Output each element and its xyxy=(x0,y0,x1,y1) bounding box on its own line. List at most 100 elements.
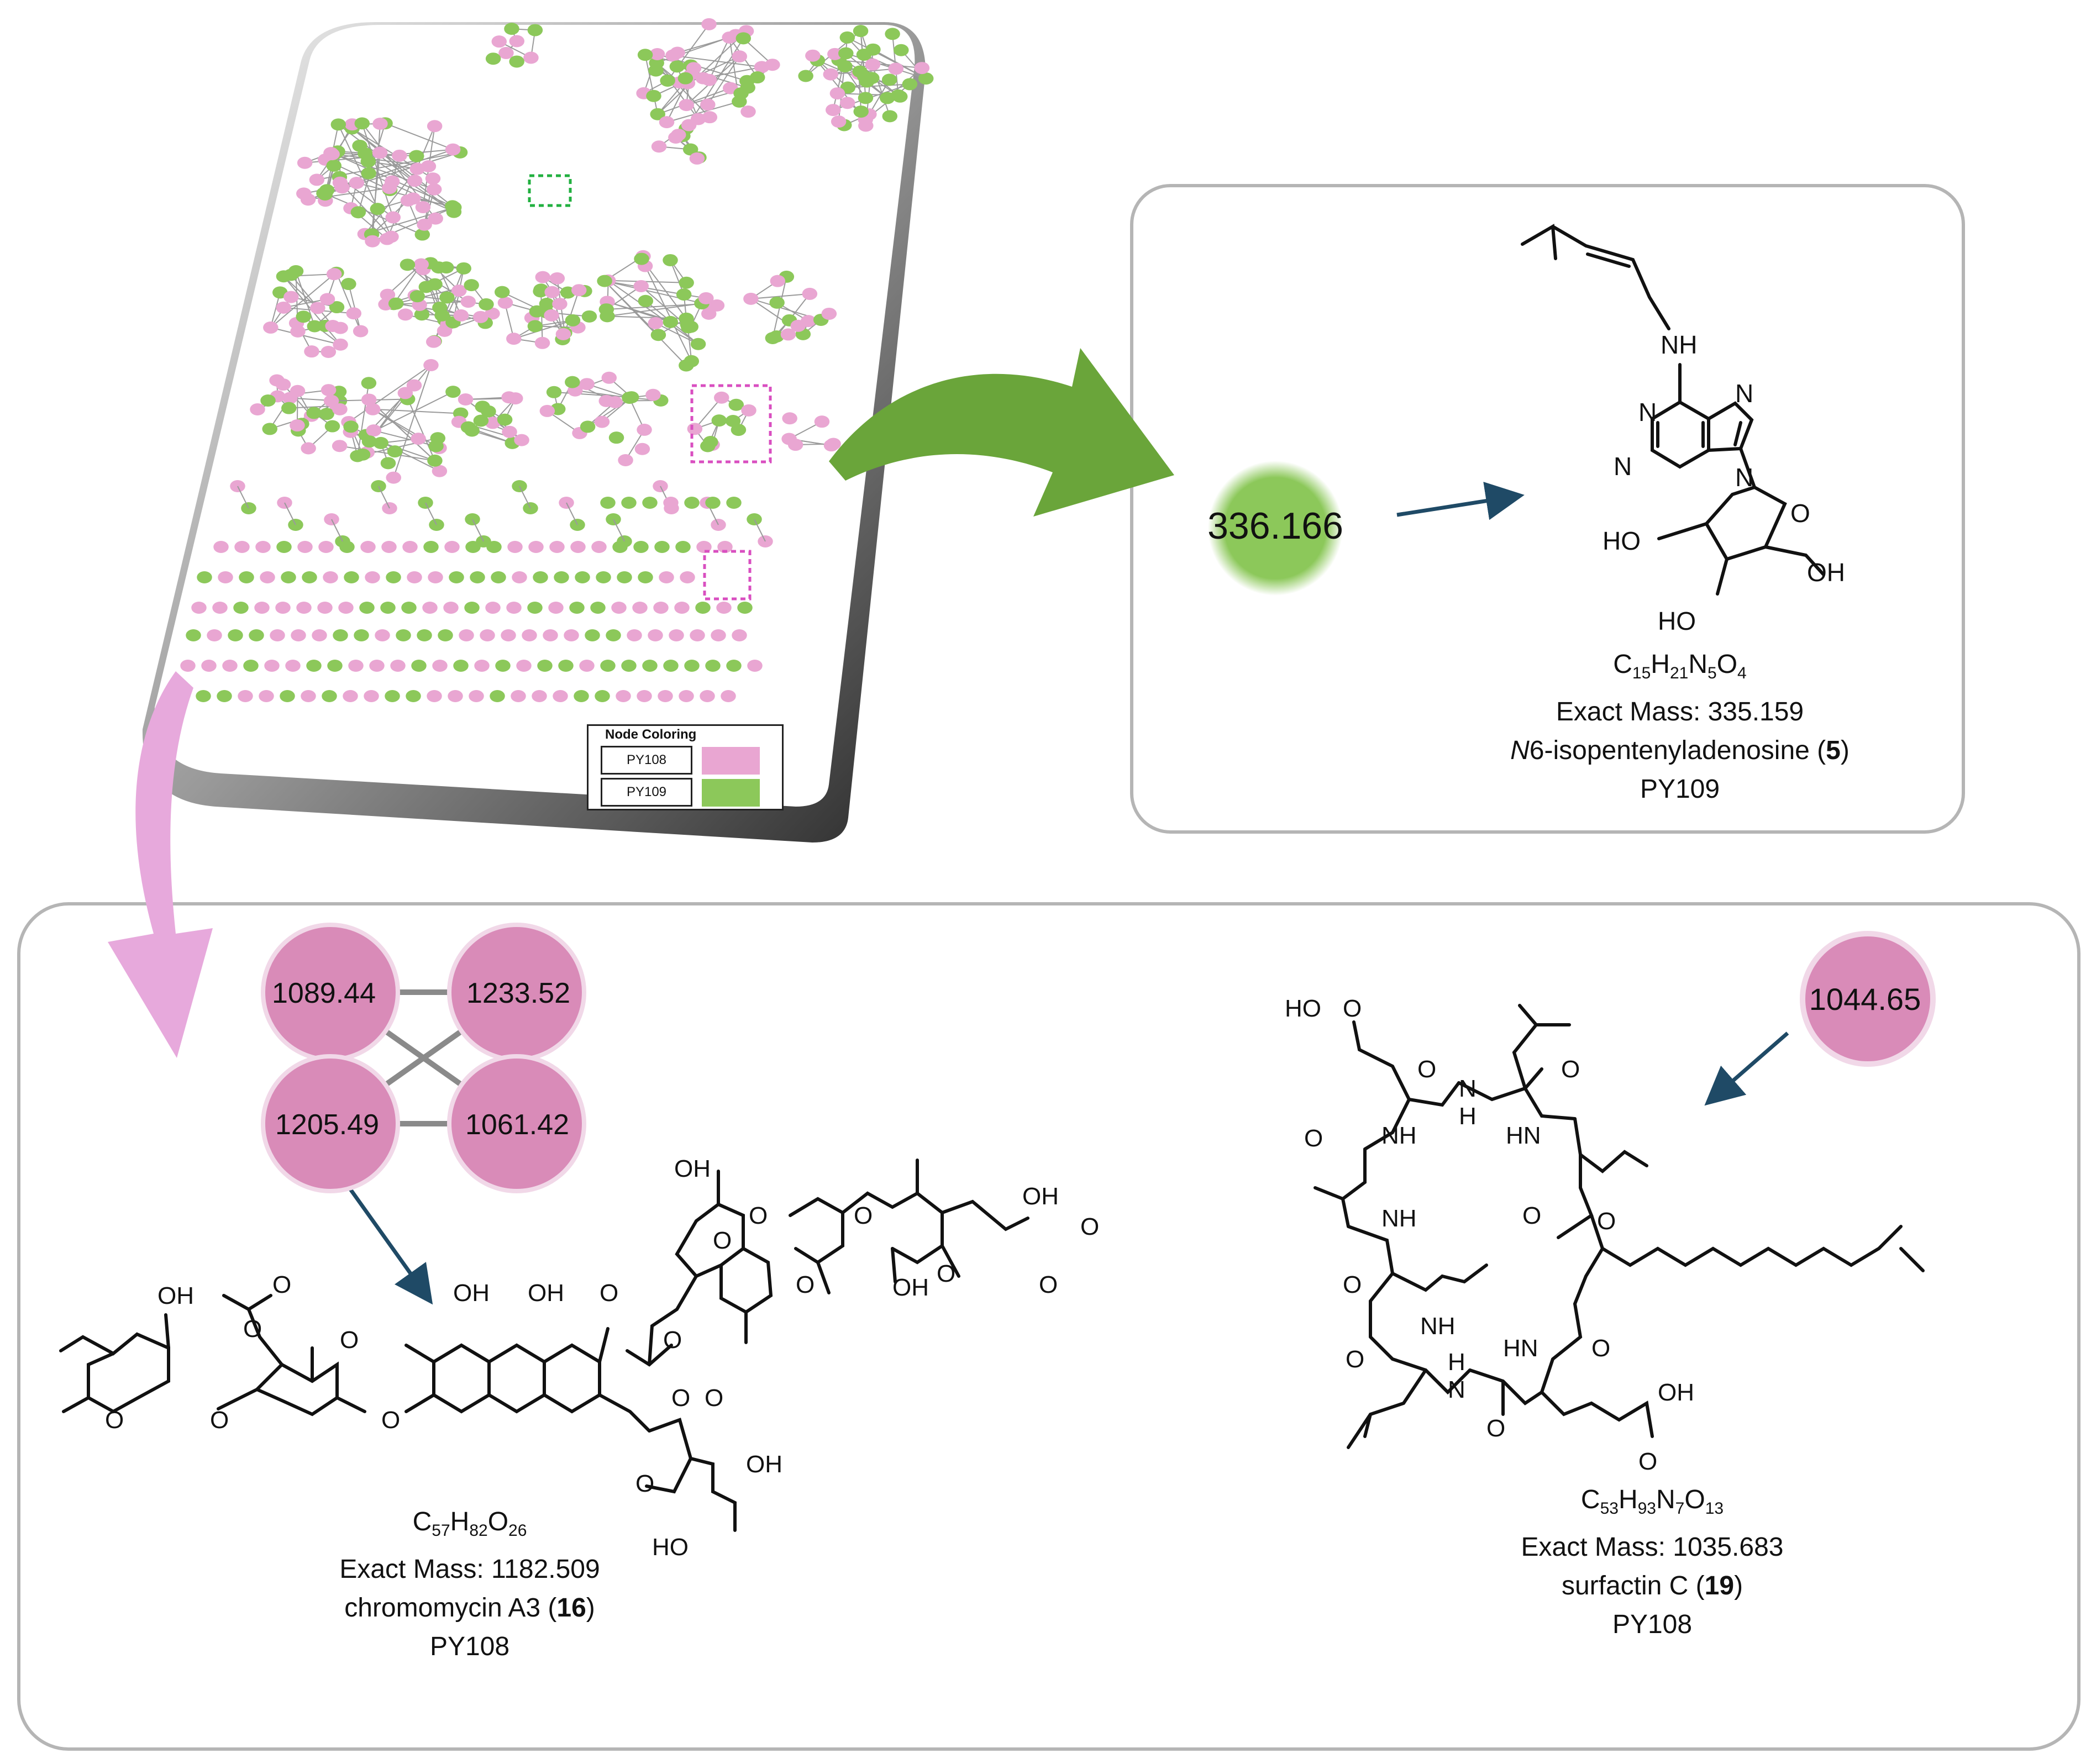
network-node xyxy=(354,117,370,130)
network-node xyxy=(689,152,705,165)
network-edge xyxy=(604,280,705,304)
svg-text:O: O xyxy=(243,1315,262,1342)
network-node xyxy=(281,571,296,583)
name-5: N6-isopentenyladenosine (5) xyxy=(1510,736,1850,765)
network-node xyxy=(740,106,756,118)
network-node xyxy=(372,117,388,130)
network-node xyxy=(417,218,432,231)
network-edge xyxy=(708,37,731,81)
network-node xyxy=(645,388,661,401)
network-node xyxy=(432,465,448,477)
network-node xyxy=(512,571,527,583)
network-edge xyxy=(472,519,484,542)
network-edge xyxy=(365,207,455,235)
network-node xyxy=(366,424,382,437)
network-node xyxy=(502,425,517,438)
svg-text:OH: OH xyxy=(892,1274,929,1301)
structure-16-atoms: OH OH OH O O O O O O O O O O OH O OH O O… xyxy=(105,1155,1099,1561)
network-node xyxy=(453,660,469,672)
network-node xyxy=(677,72,694,85)
network-node xyxy=(676,288,692,301)
network-node xyxy=(735,32,752,45)
network-edge xyxy=(608,280,699,345)
network-node xyxy=(829,87,845,100)
network-edge xyxy=(339,182,392,238)
svg-text:OH: OH xyxy=(453,1279,490,1307)
network-node xyxy=(591,541,607,553)
node-coloring-legend: Node Coloring PY108 PY109 xyxy=(587,724,784,810)
network-node xyxy=(881,73,897,86)
network-node xyxy=(580,420,596,433)
network-node xyxy=(638,294,654,307)
network-node xyxy=(506,602,522,614)
network-tile xyxy=(142,18,934,842)
network-node xyxy=(674,602,690,614)
network-node xyxy=(633,541,649,553)
network-node xyxy=(684,660,700,672)
network-node xyxy=(365,571,380,583)
network-node xyxy=(312,629,327,641)
network-node xyxy=(255,541,271,553)
network-node xyxy=(425,335,442,348)
svg-text:O: O xyxy=(105,1407,124,1434)
network-node xyxy=(637,690,652,702)
network-node xyxy=(333,338,348,351)
network-node xyxy=(553,690,568,702)
network-node xyxy=(288,265,304,277)
node-1233-label: 1233.52 xyxy=(466,977,570,1009)
structure-compound-5 xyxy=(1521,224,1825,596)
network-node xyxy=(679,276,694,289)
network-node xyxy=(711,629,726,641)
network-node xyxy=(595,690,610,702)
network-edge xyxy=(393,365,432,478)
network-node xyxy=(726,497,742,509)
svg-text:O: O xyxy=(635,1470,654,1497)
network-node xyxy=(348,660,364,672)
network-node xyxy=(659,116,675,129)
network-node xyxy=(658,690,673,702)
network-node xyxy=(201,660,217,672)
arrow-node-to-structure-19 xyxy=(1704,1031,1789,1106)
highlight-box-green xyxy=(528,174,572,207)
network-node xyxy=(660,74,675,87)
network-node xyxy=(400,259,416,271)
network-node xyxy=(296,602,312,614)
network-node xyxy=(422,602,438,614)
network-node xyxy=(373,436,389,449)
network-node xyxy=(270,629,285,641)
network-node xyxy=(285,660,301,672)
network-node xyxy=(324,420,340,433)
network-node xyxy=(501,629,516,641)
svg-text:O: O xyxy=(796,1271,815,1298)
network-node xyxy=(428,212,443,225)
network-node xyxy=(297,541,313,553)
network-node xyxy=(546,386,562,398)
network-node xyxy=(839,97,855,109)
network-node xyxy=(497,413,513,426)
network-node xyxy=(380,288,396,301)
network-node xyxy=(485,602,501,614)
network-node xyxy=(406,690,421,702)
network-node xyxy=(514,434,529,446)
network-node xyxy=(527,602,543,614)
mass-5: Exact Mass: 335.159 xyxy=(1556,697,1804,726)
network-node xyxy=(683,320,698,333)
network-node xyxy=(632,602,648,614)
network-node xyxy=(650,108,665,120)
network-node xyxy=(414,228,430,241)
network-node xyxy=(621,660,637,672)
formula-16: C57H82O26 xyxy=(412,1507,527,1540)
network-edge xyxy=(338,124,392,237)
network-node xyxy=(427,278,443,291)
network-node xyxy=(544,286,560,298)
network-node xyxy=(805,49,821,62)
network-node xyxy=(332,403,348,415)
network-node xyxy=(857,70,873,83)
network-node xyxy=(798,70,813,82)
network-edge xyxy=(372,408,461,414)
network-node xyxy=(690,629,705,641)
network-node xyxy=(732,50,748,63)
network-edge xyxy=(839,59,922,69)
network-node xyxy=(415,201,431,214)
network-node xyxy=(570,541,586,553)
